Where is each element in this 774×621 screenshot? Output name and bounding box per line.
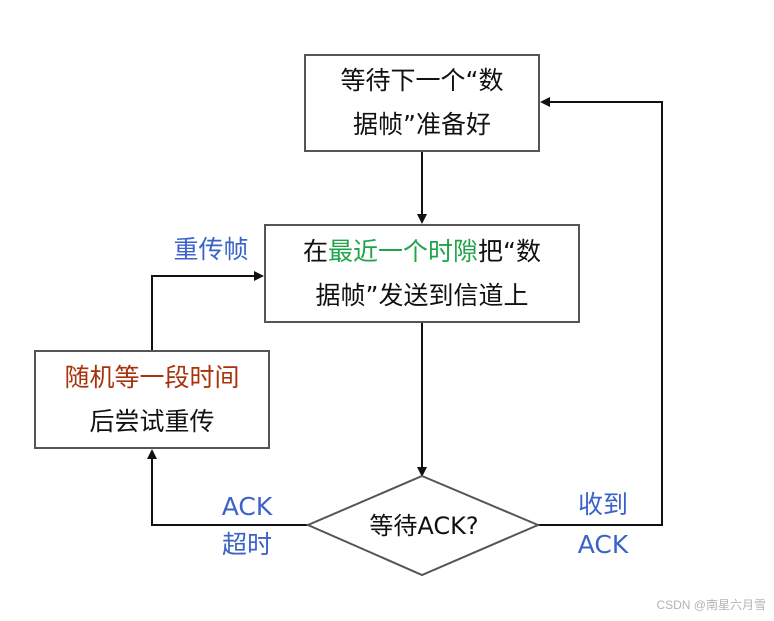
timeout-label-line1: ACK <box>221 492 273 521</box>
retry-line2: 后尝试重传 <box>89 406 215 436</box>
wait-frame-line1: 等待下一个“数 <box>340 66 504 95</box>
send-frame-highlight: 最近一个时隙 <box>328 236 479 266</box>
arrow-retry-to-send <box>151 271 264 350</box>
wait-frame-box: 等待下一个“数 据帧”准备好 <box>304 54 540 152</box>
ack-received-line1: 收到 <box>577 490 628 519</box>
arrow-ack-to-wait <box>538 97 663 526</box>
retransmit-label: 重传帧 <box>173 235 249 264</box>
send-frame-prefix: 在 <box>303 236 329 266</box>
retry-box: 随机等一段时间 后尝试重传 <box>34 350 270 449</box>
decision-label: 等待ACK? <box>369 511 479 540</box>
retry-line1: 随机等一段时间 <box>64 362 240 392</box>
arrow-timeout-to-retry <box>147 449 308 526</box>
send-frame-box: 在最近一个时隙把“数 据帧”发送到信道上 <box>264 224 580 323</box>
ack-received-line2: ACK <box>577 530 629 559</box>
watermark: CSDN @南星六月雪 <box>656 598 766 612</box>
send-frame-line1: 在最近一个时隙把“数 <box>303 230 541 274</box>
ack-received-label: 收到 ACK <box>560 489 646 561</box>
wait-frame-line2: 据帧”准备好 <box>353 110 491 139</box>
timeout-label: ACK 超时 <box>204 491 290 561</box>
send-frame-line2: 据帧”发送到信道上 <box>315 280 529 310</box>
send-frame-suffix: 把“数 <box>478 236 541 266</box>
decision-diamond <box>305 474 541 577</box>
timeout-label-line2: 超时 <box>221 530 272 559</box>
